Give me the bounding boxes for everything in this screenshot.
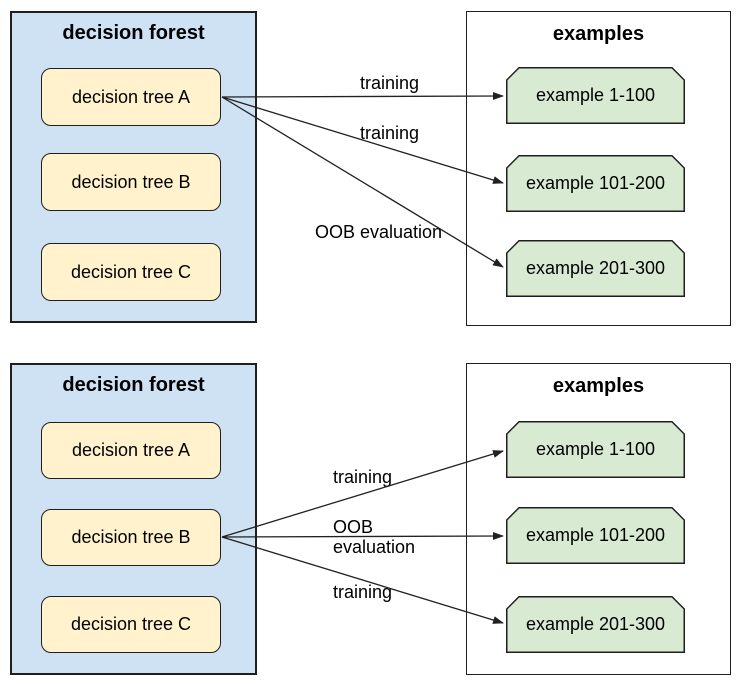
tree-node-label: decision tree C [70, 614, 192, 634]
tree-node-label: decision tree A [71, 86, 191, 107]
example-card-label: example 201-300 [525, 614, 666, 634]
example-card-2-top: example 101-200 [506, 155, 685, 212]
arrow-label-training-2-bottom: training [333, 582, 393, 602]
example-card-label: example 1-100 [535, 85, 656, 105]
example-card-label: example 101-200 [525, 173, 666, 193]
examples-title-top: examples [552, 23, 645, 45]
arrow-label-oob-top: OOB evaluation [315, 222, 443, 242]
arrow-label-training-1-top: training [360, 73, 420, 93]
example-card-2-bottom: example 101-200 [506, 507, 685, 564]
tree-node-label: decision tree A [71, 440, 191, 460]
example-card-1-top: example 1-100 [506, 67, 685, 124]
example-card-shape [506, 67, 685, 124]
tree-node-c-bottom: decision tree C [41, 596, 221, 653]
arrow-label-training-1-bottom: training [333, 467, 393, 487]
tree-node-label: decision tree B [71, 527, 191, 547]
tree-node-a-bottom: decision tree A [41, 422, 221, 479]
tree-node-b-top: decision tree B [41, 153, 221, 211]
tree-node-label: decision tree C [70, 261, 192, 282]
example-card-label: example 201-300 [525, 258, 666, 278]
example-card-shape [506, 155, 685, 212]
tree-node-a-top: decision tree A [41, 68, 221, 126]
example-card-3-bottom: example 201-300 [506, 596, 685, 653]
tree-node-b-bottom: decision tree B [41, 509, 221, 566]
tree-node-c-top: decision tree C [41, 243, 221, 301]
arrow-label-oob-bottom: OOB evaluation [333, 517, 416, 557]
example-card-shape [506, 596, 685, 653]
example-card-shape [506, 421, 685, 478]
example-card-1-bottom: example 1-100 [506, 421, 685, 478]
forest-title-bottom: decision forest [62, 374, 205, 396]
arrow-label-training-2-top: training [360, 123, 420, 143]
example-card-label: example 101-200 [525, 525, 666, 545]
arrow-treeA-to-ex1-training [221, 92, 504, 101]
example-card-label: example 1-100 [535, 439, 656, 459]
example-card-3-top: example 201-300 [506, 240, 685, 297]
tree-node-label: decision tree B [71, 171, 191, 192]
examples-title-bottom: examples [552, 375, 645, 397]
example-card-shape [506, 240, 685, 297]
example-card-shape [506, 507, 685, 564]
forest-title-top: decision forest [62, 22, 205, 44]
